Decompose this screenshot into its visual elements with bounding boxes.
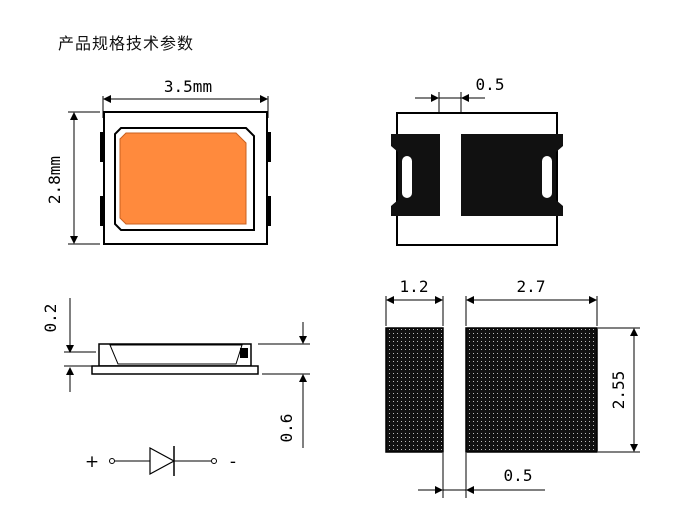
small-pad [385, 327, 444, 453]
pad-layout: 1.2 2.7 2.55 0.5 [385, 277, 640, 498]
bottom-view: 0.5 [391, 75, 563, 246]
side-body [98, 343, 252, 367]
pad-large-width-label: 2.7 [517, 277, 546, 296]
side-height-dim-label: 0.2 [41, 304, 60, 333]
polarity-symbol: + - [85, 446, 236, 476]
diode-icon [149, 446, 176, 476]
led-emitter [119, 132, 247, 225]
top-view: 3.5mm 2.8mm [45, 77, 271, 245]
minus-sign: - [230, 452, 236, 472]
height-dim-label: 2.8mm [45, 156, 64, 204]
side-view: 0.2 0.6 [41, 298, 310, 448]
plus-sign: + [85, 452, 99, 472]
width-dim-label: 3.5mm [164, 77, 212, 96]
page-title: 产品规格技术参数 [58, 34, 195, 53]
pad-gap-label: 0.5 [504, 466, 533, 485]
cathode-pad [461, 134, 563, 216]
side-thickness-dim-label: 0.6 [277, 414, 296, 443]
anode-pad [391, 134, 440, 216]
pad-small-width-label: 1.2 [400, 277, 429, 296]
gap-dim-label: 0.5 [476, 75, 505, 94]
large-pad [465, 327, 598, 453]
pad-height-label: 2.55 [609, 371, 628, 410]
